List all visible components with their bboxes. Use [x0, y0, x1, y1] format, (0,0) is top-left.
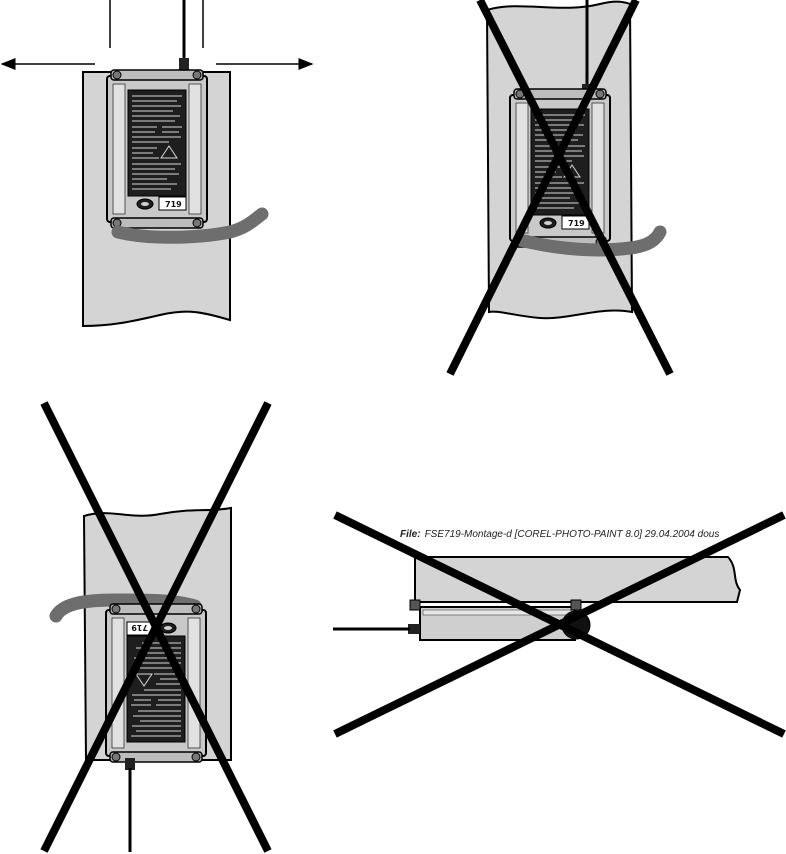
model-label: 719: [165, 200, 182, 209]
panel-correct-mounting: 719: [0, 0, 314, 328]
cross-mark-icon: [446, 0, 674, 376]
panel-wrong-vertical-board: 719: [446, 0, 674, 376]
cross-mark-icon: [333, 511, 786, 738]
panel-wrong-horizontal: [333, 511, 786, 738]
cable: [111, 207, 269, 244]
cable: [513, 225, 667, 257]
device-unit: 719: [509, 88, 611, 248]
model-label: 719: [131, 623, 148, 632]
device-unit: 719: [105, 603, 207, 763]
cross-mark-icon: [40, 401, 272, 853]
caption-text: FSE719-Montage-d [COREL-PHOTO-PAINT 8.0]…: [424, 529, 720, 540]
device-unit: 719: [106, 69, 208, 229]
cable: [49, 593, 202, 623]
panel-wrong-antenna-down: 719: [40, 401, 272, 853]
caption-label: File:: [400, 529, 421, 540]
file-caption: File:FSE719-Montage-d [COREL-PHOTO-PAINT…: [400, 529, 719, 540]
model-label: 719: [568, 219, 585, 228]
